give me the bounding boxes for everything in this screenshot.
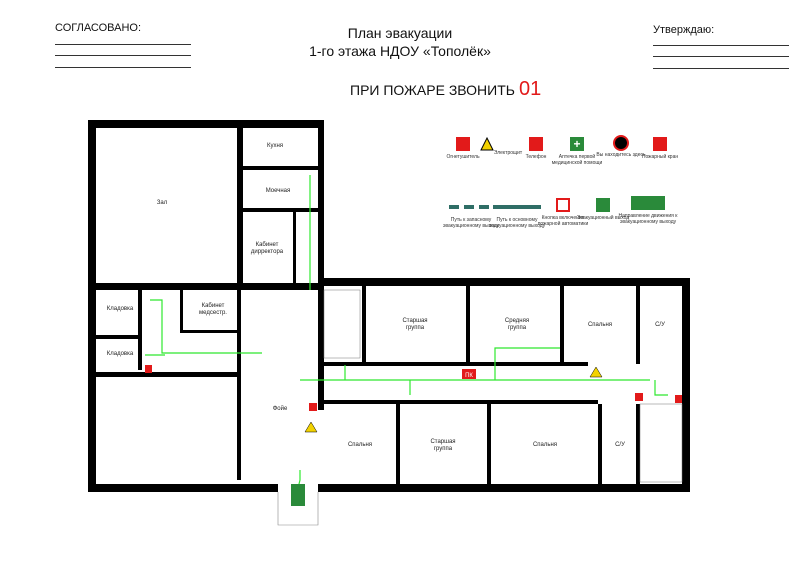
- fire-call-label: ПРИ ПОЖАРЕ ЗВОНИТЬ: [350, 82, 515, 98]
- room-label-senior-group: Старшая: [430, 439, 455, 445]
- exit-direction-icon: [631, 196, 665, 210]
- room-label-storage: Кладовка: [107, 351, 134, 357]
- room-label-middle-group: Средняя: [505, 318, 529, 324]
- signature-line: [653, 56, 789, 57]
- room-label-kuhnya: Кухня: [267, 143, 283, 149]
- room-label-wc: С/У: [615, 442, 625, 448]
- legend-label: Вы находитесь здесь: [596, 152, 646, 158]
- room-label-bedroom: Спальня: [348, 442, 372, 448]
- room-label-storage: Кладовка: [107, 306, 134, 312]
- room-label-zal: Зал: [157, 200, 168, 206]
- legend-item: Электрощит: [471, 136, 531, 156]
- plan-subtitle: 1-го этажа НДОУ «Тополёк»: [309, 43, 491, 59]
- fire-alarm-button-icon: [556, 198, 570, 212]
- room-label-wc: С/У: [655, 322, 665, 328]
- legend-item: Путь к основному эвакуационному выходу: [487, 205, 547, 229]
- room-label-director: дирректора: [251, 249, 284, 255]
- approved-right-label: Утверждаю:: [653, 24, 715, 36]
- legend-label: Огнетушитель: [446, 154, 480, 160]
- fire-extinguisher-icon: [456, 137, 470, 151]
- legend-item: Эвакуационный выход: [573, 198, 633, 221]
- legend-label: Пожарный кран: [641, 154, 679, 160]
- legend-item: Пожарный кран: [630, 137, 690, 160]
- fire-extinguisher-icon: [145, 365, 152, 373]
- fire-hydrant-icon: [653, 137, 667, 151]
- staircase: [323, 289, 361, 359]
- legend-item: + Аптечка первой медицинской помощи: [547, 137, 607, 166]
- fire-extinguisher-icon: [675, 395, 682, 403]
- electrical-panel-icon: [479, 136, 494, 151]
- signature-line: [55, 44, 191, 45]
- room-label-director: Кабинет: [256, 242, 279, 248]
- legend-label: Путь к запасному эвакуационному выходу: [442, 217, 500, 229]
- fire-hydrant-icon: [462, 369, 476, 379]
- staircase: [639, 403, 683, 483]
- you-are-here-icon: [615, 137, 627, 149]
- electrical-panel-icon: [589, 366, 603, 378]
- solid-path-icon: [493, 205, 541, 209]
- approved-left-label: СОГЛАСОВАНО:: [55, 22, 142, 34]
- first-aid-icon: +: [570, 137, 584, 151]
- legend-item: Кнопка включения пожарной автоматики: [533, 198, 593, 227]
- room-label-senior-group: группа: [406, 325, 425, 331]
- porch: [277, 492, 319, 526]
- room-label-nurse: Кабинет: [202, 303, 225, 309]
- legend-label: Электрощит: [493, 150, 523, 156]
- room-label-nurse: медсестр.: [199, 310, 227, 316]
- evacuation-routes: [145, 175, 668, 489]
- legend-item: Путь к запасному эвакуационному выходу: [441, 205, 501, 229]
- room-label-middle-group: группа: [508, 325, 527, 331]
- legend-label: Кнопка включения пожарной автоматики: [537, 215, 589, 227]
- room-label-senior-group: Старшая: [402, 318, 427, 324]
- legend-label: Телефон: [525, 154, 547, 160]
- emergency-exit-icon: [291, 484, 305, 506]
- room-label-bedroom: Спальня: [588, 322, 612, 328]
- plan-title: План эвакуации: [347, 25, 453, 41]
- legend-label: Направление движения к эвакуационному вы…: [618, 213, 678, 225]
- signature-line: [653, 68, 789, 69]
- room-label-foyer: Фойе: [273, 405, 288, 412]
- legend-label: Эвакуационный выход: [576, 215, 630, 221]
- legend-label: Путь к основному эвакуационному выходу: [488, 217, 546, 229]
- fire-alarm-button-icon: [309, 403, 317, 411]
- dashed-path-icon: [449, 205, 493, 209]
- signature-line: [55, 55, 191, 56]
- legend-item: Направление движения к эвакуационному вы…: [618, 196, 678, 225]
- legend-label: Аптечка первой медицинской помощи: [551, 154, 603, 166]
- emergency-exit-icon: [596, 198, 610, 212]
- fire-number: 01: [518, 78, 542, 100]
- legend-item: Вы находитесь здесь: [591, 137, 651, 158]
- electrical-panel-icon: [304, 421, 318, 433]
- room-label-senior-group: группа: [434, 446, 453, 452]
- fire-alarm-button-icon: [635, 393, 643, 401]
- phone-icon: [529, 137, 543, 151]
- room-label-moechnaya: Моечная: [266, 188, 291, 194]
- hydrant-label: ПК: [465, 373, 473, 379]
- signature-line: [653, 45, 789, 46]
- legend-item: Телефон: [506, 137, 566, 160]
- walls: [88, 120, 690, 492]
- legend-item: Огнетушитель: [433, 137, 493, 160]
- signature-line: [55, 67, 191, 68]
- room-label-bedroom: Спальня: [533, 442, 557, 448]
